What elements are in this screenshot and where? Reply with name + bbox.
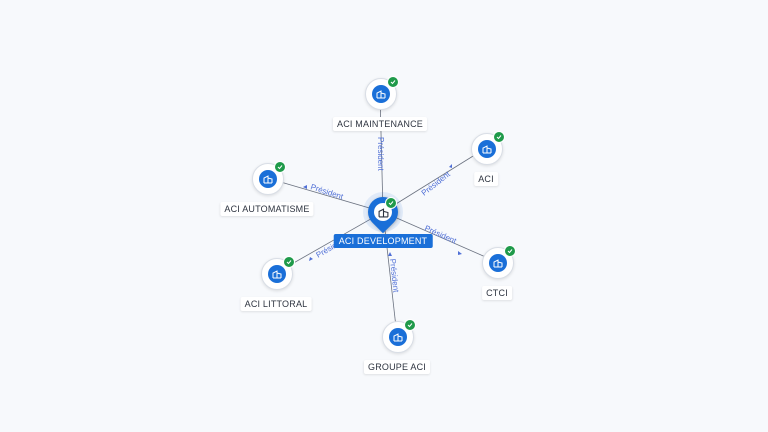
- node-label: GROUPE ACI: [363, 360, 431, 374]
- verified-check-icon: [493, 131, 505, 143]
- verified-check-icon: [404, 319, 416, 331]
- node-label: ACI MAINTENANCE: [332, 117, 428, 131]
- edge-ctci: [382, 211, 498, 263]
- verified-check-icon: [385, 197, 397, 209]
- verified-check-icon: [283, 256, 295, 268]
- edge-arrow: [449, 164, 452, 168]
- verified-check-icon: [387, 76, 399, 88]
- edge-label-maintenance: Président: [376, 137, 385, 172]
- edge-arrow: [388, 252, 392, 256]
- edge-automatisme: [266, 177, 384, 213]
- building-icon: [259, 170, 277, 188]
- node-marker: [252, 161, 286, 195]
- edge-arrow: [458, 251, 462, 255]
- building-icon: [478, 140, 496, 158]
- building-icon: [489, 254, 507, 272]
- node-marker: [261, 256, 295, 290]
- node-marker: [482, 245, 516, 279]
- edge-arrow: [303, 185, 307, 189]
- verified-check-icon: [274, 161, 286, 173]
- node-marker: [382, 319, 416, 353]
- edge-groupe: [382, 211, 398, 337]
- edge-maintenance: [379, 92, 384, 213]
- node-label: ACI LITTORAL: [240, 297, 312, 311]
- building-icon: [372, 85, 390, 103]
- edge-label-aci: Président: [420, 169, 453, 197]
- verified-check-icon: [504, 245, 516, 257]
- edge-aci: [382, 147, 487, 213]
- node-marker: [471, 131, 505, 165]
- building-icon: [389, 328, 407, 346]
- node-marker: [365, 76, 399, 110]
- center-node-label: ACI DEVELOPMENT: [333, 234, 433, 248]
- node-label: ACI: [474, 172, 498, 186]
- node-label: ACI AUTOMATISME: [220, 202, 314, 216]
- edge-label-groupe: Président: [388, 258, 401, 293]
- node-label: CTCI: [482, 286, 512, 300]
- building-icon: [268, 265, 286, 283]
- edge-arrow: [309, 257, 313, 261]
- edge-label-automatisme: Président: [309, 182, 345, 201]
